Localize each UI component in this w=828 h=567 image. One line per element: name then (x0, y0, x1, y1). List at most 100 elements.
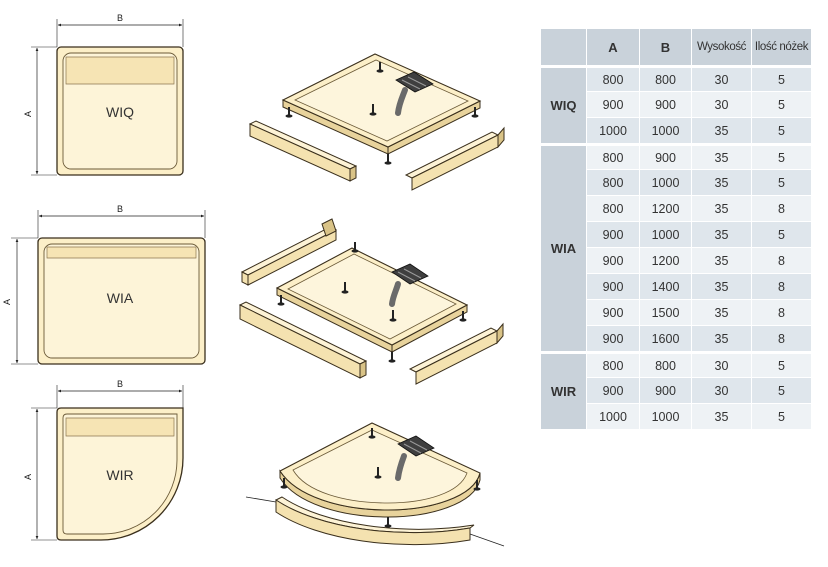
wia-right-panel (408, 322, 504, 385)
cell-a: 1000 (587, 404, 640, 430)
cell-a: 800 (587, 196, 640, 222)
wiq-top-view: B A WIQ (23, 13, 184, 176)
wia-dim-b-label: B (117, 204, 123, 214)
wia-back-rim (46, 246, 197, 259)
tray-leg (368, 428, 376, 439)
header-a: A (587, 29, 640, 66)
cell-a: 900 (587, 300, 640, 326)
cell-height: 35 (692, 300, 752, 326)
cell-legs-count: 8 (752, 274, 812, 300)
cell-b: 1000 (640, 118, 692, 144)
cell-b: 900 (640, 92, 692, 118)
wir-basin (62, 413, 178, 535)
wiq-siphon (395, 71, 434, 116)
header-height: Wysokość (692, 29, 752, 66)
tray-leg (473, 480, 481, 491)
cell-a: 900 (587, 326, 640, 352)
cell-legs-count: 5 (752, 92, 812, 118)
header-legs-count: Ilość nóżek (752, 29, 812, 66)
cell-height: 35 (692, 170, 752, 196)
cell-legs-count: 5 (752, 378, 812, 404)
cell-legs-count: 8 (752, 300, 812, 326)
cell-height: 30 (692, 378, 752, 404)
wia-basin (43, 243, 200, 359)
cell-a: 800 (587, 352, 640, 378)
cell-a: 900 (587, 248, 640, 274)
wia-tray-basin (287, 253, 457, 340)
wia-back-panel (240, 218, 338, 286)
wia-siphon (389, 263, 429, 307)
model-label-wia: WIA (541, 144, 587, 352)
cell-a: 900 (587, 378, 640, 404)
cell-height: 35 (692, 404, 752, 430)
cell-b: 800 (640, 66, 692, 92)
cell-a: 800 (587, 66, 640, 92)
wiq-right-panel (404, 126, 505, 191)
cell-b: 1500 (640, 300, 692, 326)
cell-height: 30 (692, 352, 752, 378)
wir-guide-line-left (245, 496, 277, 503)
table-header-row: A B Wysokość Ilość nóżek (541, 29, 812, 66)
wir-dim-b-label: B (117, 379, 123, 389)
cell-legs-count: 5 (752, 222, 812, 248)
tray-leg (389, 310, 397, 322)
wir-top-view: B A WIR (23, 379, 184, 541)
cell-b: 900 (640, 378, 692, 404)
cell-legs-count: 8 (752, 196, 812, 222)
tray-leg (384, 517, 392, 528)
cell-b: 1400 (640, 274, 692, 300)
cell-height: 35 (692, 144, 752, 170)
tray-leg (280, 478, 288, 489)
wir-guide-line-right (469, 533, 505, 547)
cell-a: 900 (587, 92, 640, 118)
wiq-tray-basin (294, 59, 469, 142)
cell-a: 900 (587, 222, 640, 248)
model-label-wir: WIR (541, 352, 587, 430)
cell-legs-count: 5 (752, 404, 812, 430)
corner-cell (541, 29, 587, 66)
tray-leg (341, 282, 349, 294)
cell-height: 30 (692, 66, 752, 92)
cell-legs-count: 5 (752, 118, 812, 144)
wiq-back-rim (65, 56, 175, 85)
tray-leg (384, 154, 392, 165)
wiq-model-label: WIQ (106, 104, 134, 120)
cell-height: 35 (692, 248, 752, 274)
tray-leg (388, 352, 396, 363)
wiq-left-panel (248, 120, 358, 182)
tray-leg (351, 242, 359, 253)
cell-a: 1000 (587, 118, 640, 144)
header-b: B (640, 29, 692, 66)
cell-b: 1000 (640, 222, 692, 248)
wir-tray-basin (292, 429, 468, 504)
cell-legs-count: 5 (752, 66, 812, 92)
wir-model-label: WIR (106, 467, 133, 483)
cell-legs-count: 8 (752, 248, 812, 274)
wia-dim-a-label: A (2, 299, 12, 305)
cell-b: 1000 (640, 404, 692, 430)
wiq-dim-b-label: B (117, 13, 123, 23)
cell-b: 1000 (640, 170, 692, 196)
tray-leg (374, 467, 382, 479)
cell-b: 900 (640, 144, 692, 170)
wir-curved-panel (275, 496, 475, 546)
wiq-dim-a-label: A (23, 111, 33, 117)
wir-back-rim (65, 417, 175, 437)
tray-leg (376, 62, 384, 73)
cell-legs-count: 5 (752, 144, 812, 170)
tray-leg (459, 311, 467, 322)
cell-a: 900 (587, 274, 640, 300)
